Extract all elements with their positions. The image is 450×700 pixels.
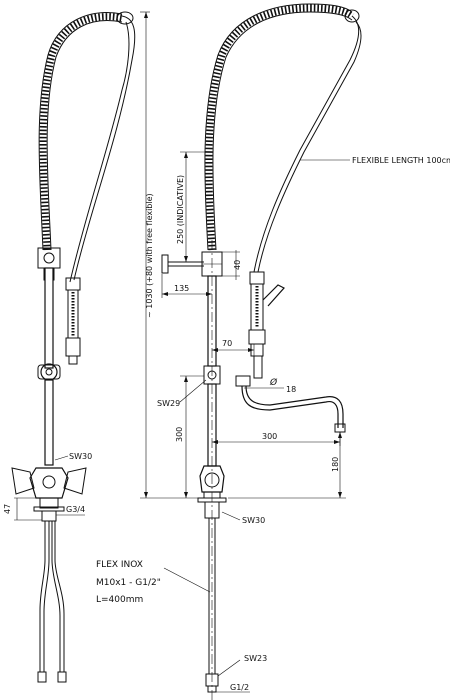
left-mixer-body <box>11 467 87 509</box>
right-swivel-spout <box>235 375 346 433</box>
dim-1030-label: ~ 1030 (+80 with free flexible) <box>145 193 154 318</box>
sw29-leader <box>179 379 207 403</box>
sw30-right-label: SW30 <box>242 516 265 525</box>
dim-180-label: 180 <box>331 457 340 472</box>
left-top-cap <box>116 11 134 25</box>
flex-inox-line3: L=400mm <box>96 595 143 605</box>
left-spring-coil <box>38 12 123 251</box>
dim-70 <box>212 344 255 372</box>
sw23-leader <box>217 659 241 677</box>
left-hose-end-a <box>37 671 47 683</box>
left-flex-hose-a2 <box>43 521 50 672</box>
left-middle-valve <box>37 363 61 381</box>
dim-135-label: 135 <box>174 284 189 293</box>
dim-135 <box>161 274 212 298</box>
left-flexible-hose-inner <box>69 21 130 283</box>
sw30-left-label: SW30 <box>69 452 92 461</box>
left-base-shank <box>41 510 57 522</box>
right-top-cap <box>344 9 360 23</box>
right-flexible-hose-inner <box>257 21 362 273</box>
left-flex-hose-b2 <box>54 521 65 672</box>
flex-inox-leader <box>163 567 211 593</box>
left-riser-upper <box>44 267 54 369</box>
dim-300-vertical <box>180 375 204 498</box>
dim-40-label: 40 <box>233 260 242 270</box>
dim-300-vertical-label: 300 <box>175 427 184 442</box>
sw30-right-leader <box>221 511 241 521</box>
g12-label: G1/2 <box>230 683 249 692</box>
dim-70-label: 70 <box>222 339 232 348</box>
left-riser-lower <box>44 379 54 466</box>
sw29-label: SW29 <box>157 399 180 408</box>
dim-250-label: 250 (INDICATIVE) <box>176 175 185 244</box>
left-flex-hose-b <box>51 521 61 672</box>
g34-label: G3/4 <box>66 505 85 514</box>
flex-inox-line2: M10x1 - G1/2" <box>96 578 161 588</box>
sw23-label: SW23 <box>244 654 267 663</box>
right-wall-bracket <box>161 251 223 277</box>
sw30-left-leader <box>54 455 69 461</box>
left-flex-hose-a <box>39 521 46 672</box>
dim-1030 <box>140 11 200 499</box>
right-spring-coil <box>204 3 355 251</box>
left-bracket <box>37 247 61 269</box>
flex-inox-line1: FLEX INOX <box>96 560 143 570</box>
dim-180 <box>228 432 346 499</box>
left-flexible-hose <box>73 15 136 281</box>
phi-symbol: Ø <box>269 377 278 388</box>
dim-47-label: 47 <box>3 504 12 514</box>
dim-47 <box>14 497 42 521</box>
right-view <box>161 3 362 700</box>
dim-18-label: 18 <box>286 385 296 394</box>
left-bracket-nut <box>43 252 55 264</box>
flexible-length-label: FLEXIBLE LENGTH 100cm <box>352 156 450 165</box>
left-spray-gun <box>65 277 81 365</box>
dim-40 <box>222 250 240 280</box>
left-view: 47 G3/4 SW30 <box>3 11 136 683</box>
right-flexible-hose <box>253 15 359 273</box>
left-hose-end-b <box>57 671 67 683</box>
dim-300-horizontal-label: 300 <box>262 432 277 441</box>
dim-250 <box>180 151 212 263</box>
